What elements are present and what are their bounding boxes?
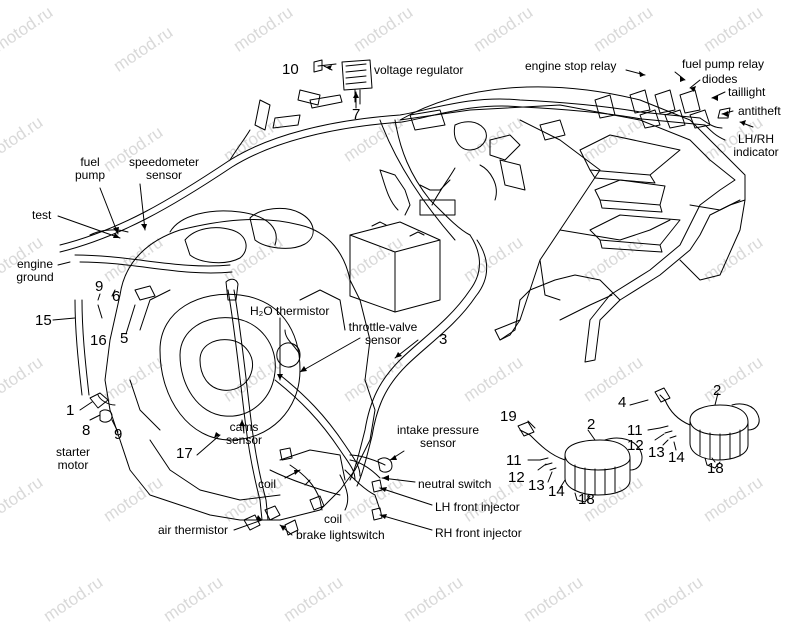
callout-12-right: 12: [627, 437, 644, 454]
callout-7: 7: [352, 106, 361, 123]
callout-3: 3: [439, 331, 448, 348]
voltage-regulator-drawing: [309, 59, 373, 109]
callout-10: 10: [282, 61, 299, 78]
diodes-label: diodes: [702, 72, 738, 86]
coil-lower-label: coil: [324, 512, 343, 526]
h2o-thermistor-label: H₂O thermistor: [250, 304, 330, 318]
rh-front-injector-label: RH front injector: [435, 526, 522, 540]
callout-13-left: 13: [528, 477, 545, 494]
frame-drawing: [399, 86, 746, 363]
sensor-harness-drawing: [227, 289, 393, 536]
fuel-pump-label: fuel pump: [74, 155, 106, 182]
callout-6: 6: [112, 288, 121, 305]
antitheft-label: antitheft: [738, 104, 781, 118]
callout-14-left: 14: [548, 483, 565, 500]
callout-13-right: 13: [648, 444, 665, 461]
arrowheads: [113, 65, 746, 531]
engine-ground-label: engine ground: [16, 257, 54, 284]
lh-front-injector-label: LH front injector: [435, 500, 520, 514]
main-harness-drawing: [59, 89, 731, 487]
callout-11-left: 11: [506, 452, 522, 469]
brake-lightswitch-label: brake lightswitch: [296, 528, 385, 542]
callout-4: 4: [618, 394, 627, 411]
callout-5: 5: [120, 330, 129, 347]
air-thermistor-label: air thermistor: [158, 523, 229, 537]
callout-1: 1: [66, 402, 75, 419]
ignition-coil-left-drawing: [517, 421, 643, 503]
fuel-pump-relay-label: fuel pump relay: [682, 57, 765, 71]
starter-motor-label: starter motor: [55, 445, 90, 472]
callout-19: 19: [500, 408, 517, 425]
callout-9-lower: 9: [114, 426, 123, 443]
callout-8: 8: [82, 422, 91, 439]
diagram-artwork: [52, 59, 760, 536]
callout-9-upper: 9: [95, 278, 104, 295]
callout-2-left: 2: [587, 416, 596, 433]
callout-12-left: 12: [508, 469, 525, 486]
intake-pressure-sensor-label: intake pressure sensor: [396, 423, 480, 450]
callout-11-right: 11: [627, 422, 643, 439]
callout-16: 16: [90, 332, 107, 349]
taillight-label: taillight: [728, 85, 766, 99]
neutral-switch-label: neutral switch: [418, 477, 492, 491]
callout-14-right: 14: [668, 449, 685, 466]
engine-stop-relay-label: engine stop relay: [525, 59, 617, 73]
battery-drawing: [349, 167, 456, 313]
ignition-coil-right-drawing: [654, 387, 760, 469]
callout-18-left: 18: [578, 491, 595, 508]
cams-sensor-label: cams sensor: [225, 420, 263, 447]
engine-drawing: [89, 207, 376, 521]
callout-15: 15: [35, 312, 52, 329]
callout-2-right: 2: [713, 382, 722, 399]
voltage-regulator-label: voltage regulator: [374, 63, 464, 77]
throttle-valve-sensor-label: throttle-valve sensor: [348, 320, 418, 347]
callout-18-right: 18: [707, 460, 724, 477]
speedometer-sensor-label: speedometer sensor: [128, 155, 200, 182]
lh-rh-indicator-label: LH/RH indicator: [733, 132, 779, 159]
coil-upper-label: coil: [258, 477, 277, 491]
callout-17: 17: [176, 445, 193, 462]
test-label: test: [32, 208, 52, 222]
leader-lines: [52, 65, 754, 536]
